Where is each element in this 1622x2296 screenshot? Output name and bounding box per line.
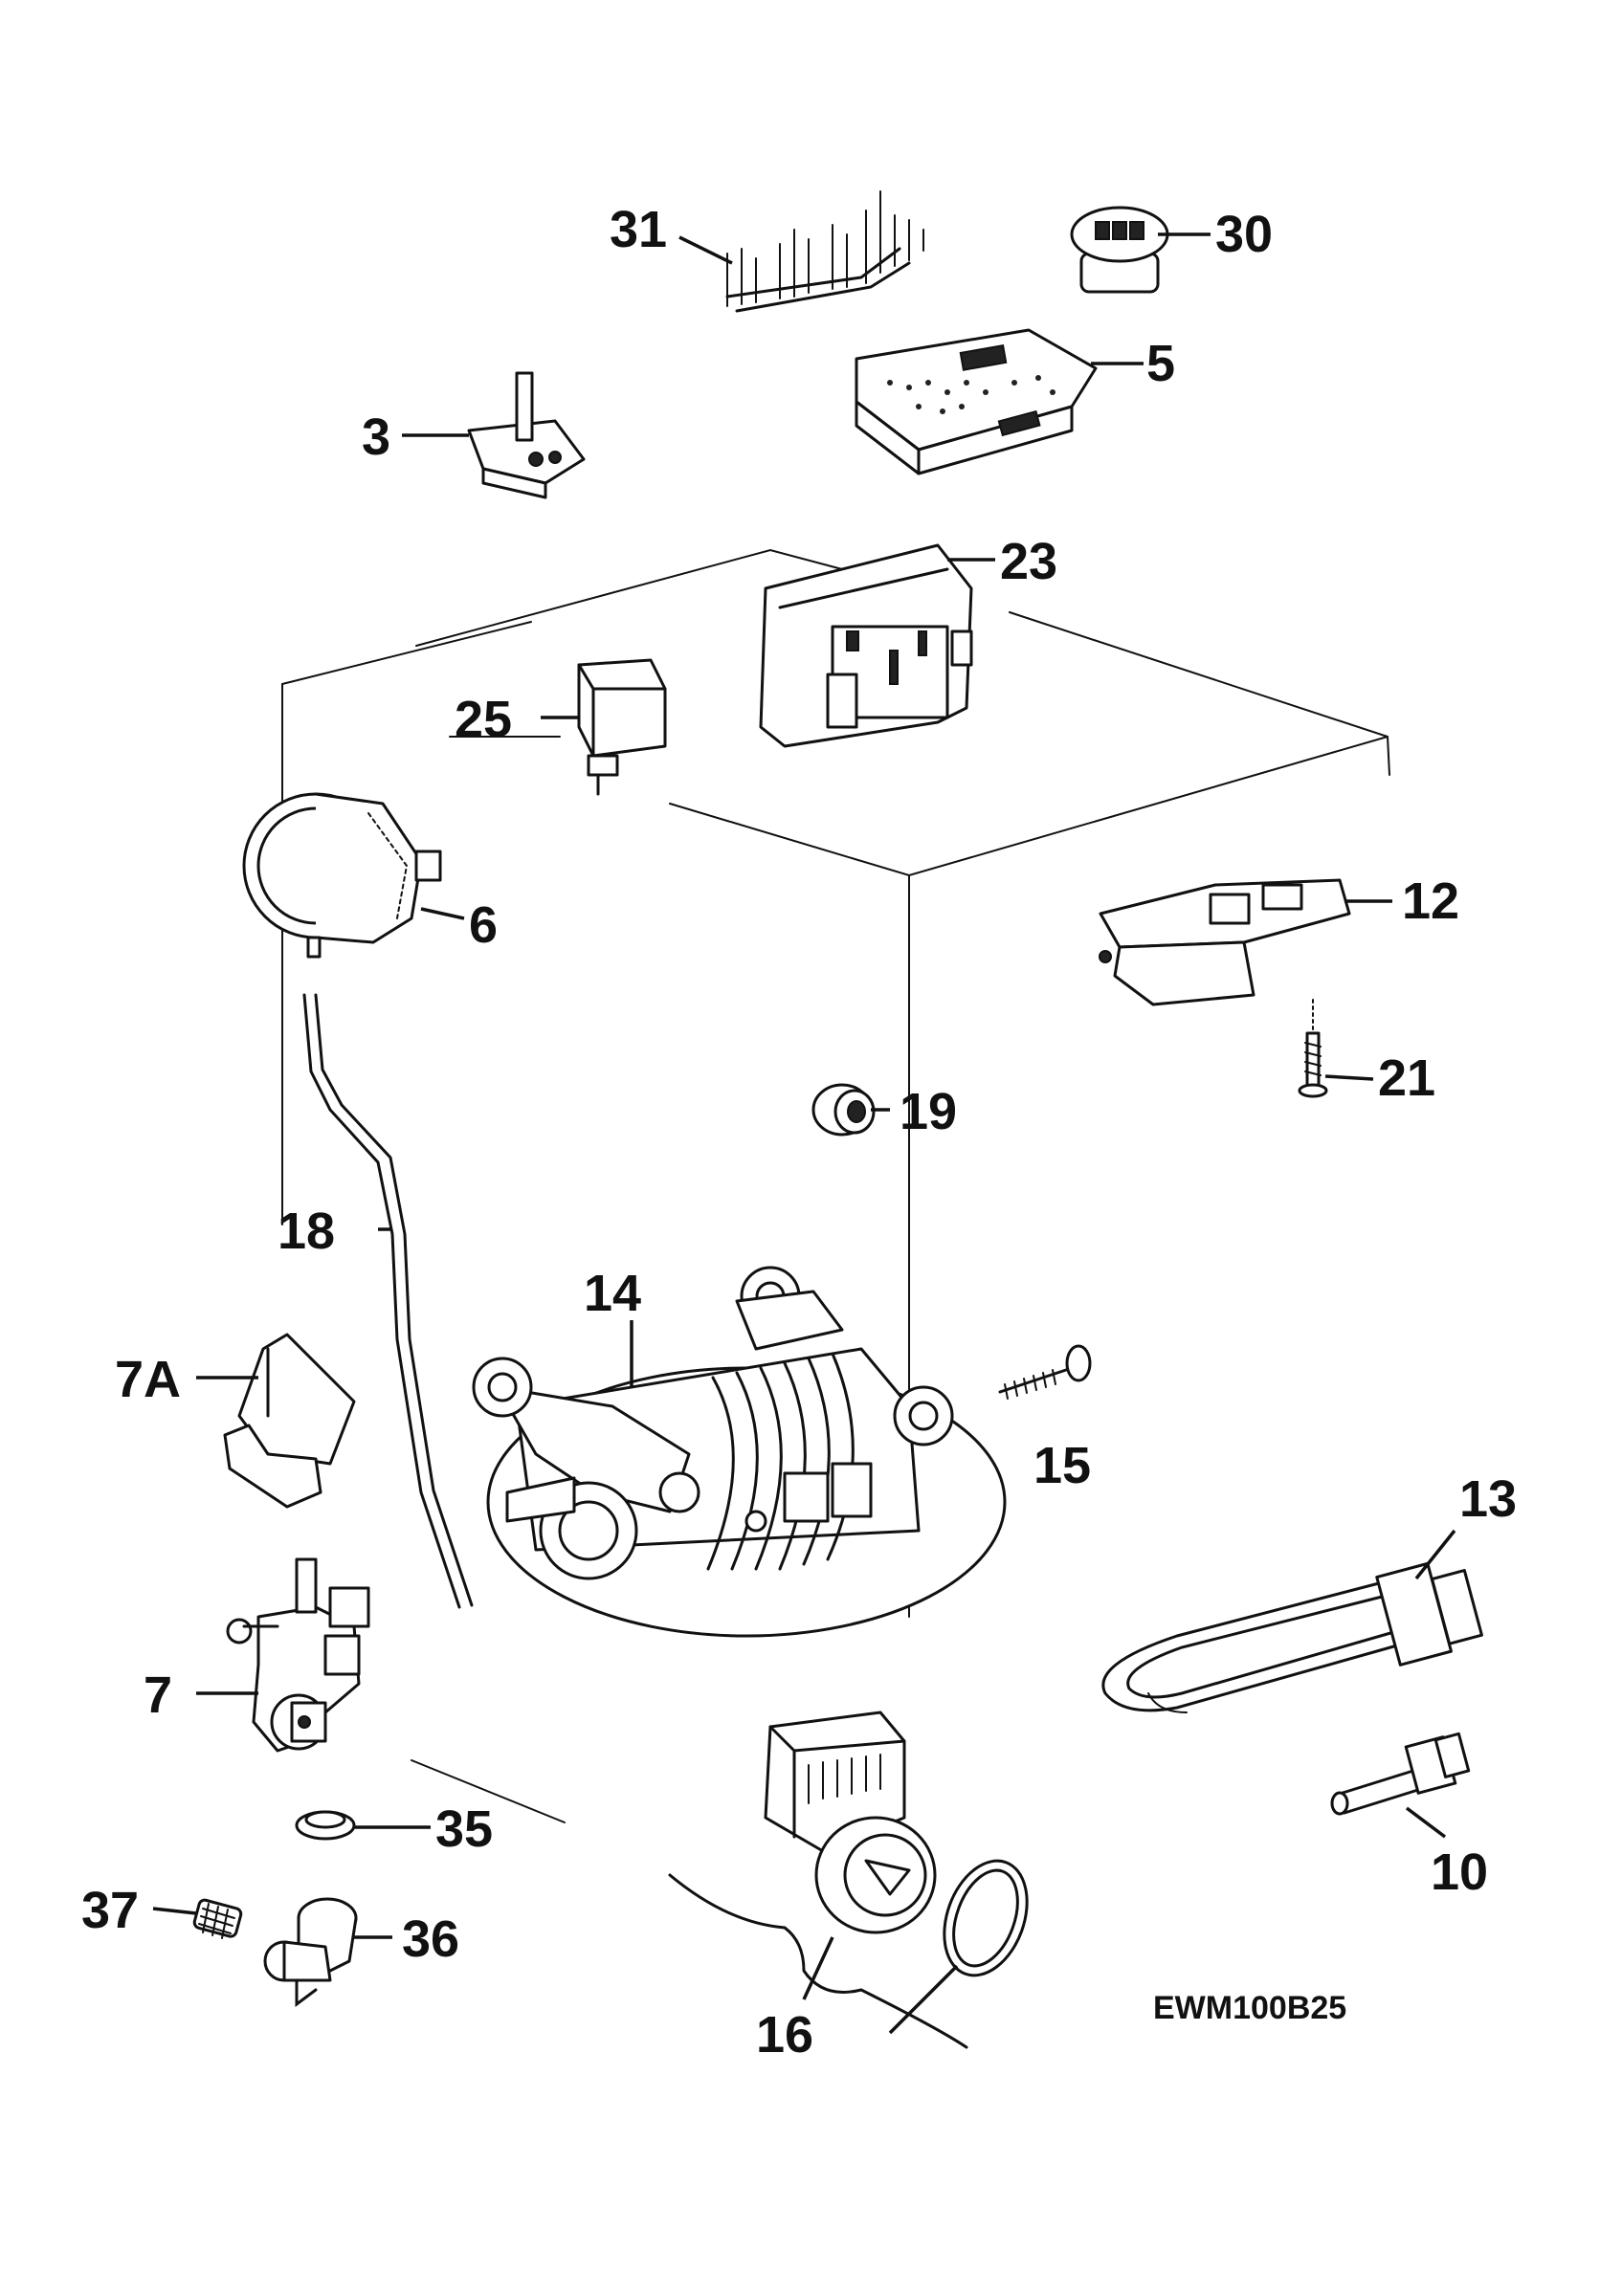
part-18-hose [302,993,474,1609]
part-7-inlet-valve [226,1557,370,1753]
callout-5: 5 [1146,335,1175,392]
part-13-heating-element [1101,1561,1483,1713]
part-36-elbow [263,1897,358,2007]
callout-36: 36 [402,1910,459,1968]
callout-7A: 7A [115,1351,181,1408]
part-5-electronic-board [855,328,1098,475]
part-14-motor [472,1266,1007,1638]
part-31-wiring-harness [725,190,924,313]
part-3-program-switch [467,371,586,499]
cabinet-outline [281,548,1390,1823]
callout-10: 10 [1431,1843,1488,1901]
part-19-grommet [811,1083,876,1137]
part-7A-clip [223,1333,356,1509]
callout-35: 35 [435,1800,493,1858]
part-30-selector-knob [1070,206,1169,294]
callout-6: 6 [469,896,498,954]
part-25-filter [577,658,667,796]
callout-12: 12 [1402,872,1459,930]
part-21-screw [1298,999,1328,1098]
callout-16: 16 [756,2006,813,2064]
part-23-bracket [759,543,973,748]
part-16-drain-pump [668,1711,1029,2049]
callout-19: 19 [900,1083,957,1140]
part-12-door-interlock [1099,878,1351,1006]
part-15-screw [998,1344,1092,1400]
callout-25: 25 [455,691,512,748]
leader-lines [152,232,1456,1939]
callout-labels: 31 30 5 3 23 25 6 12 21 19 18 14 7A 15 1… [81,201,1517,2064]
callout-3: 3 [362,408,390,466]
model-code: EWM100B25 [1153,1990,1346,2026]
part-37-filter [192,1898,243,1939]
callout-18: 18 [278,1203,335,1260]
callout-30: 30 [1215,206,1273,263]
part-6-timer-dial [242,792,442,959]
callout-14: 14 [584,1265,641,1322]
callout-37: 37 [81,1882,139,1939]
part-35-gasket [295,1810,356,1841]
callout-7: 7 [144,1667,172,1724]
callout-13: 13 [1459,1470,1517,1528]
callout-23: 23 [1000,533,1057,590]
callout-21: 21 [1378,1049,1435,1107]
callout-31: 31 [610,201,667,258]
callout-15: 15 [1033,1437,1091,1494]
part-10-temperature-sensor [1330,1732,1471,1816]
